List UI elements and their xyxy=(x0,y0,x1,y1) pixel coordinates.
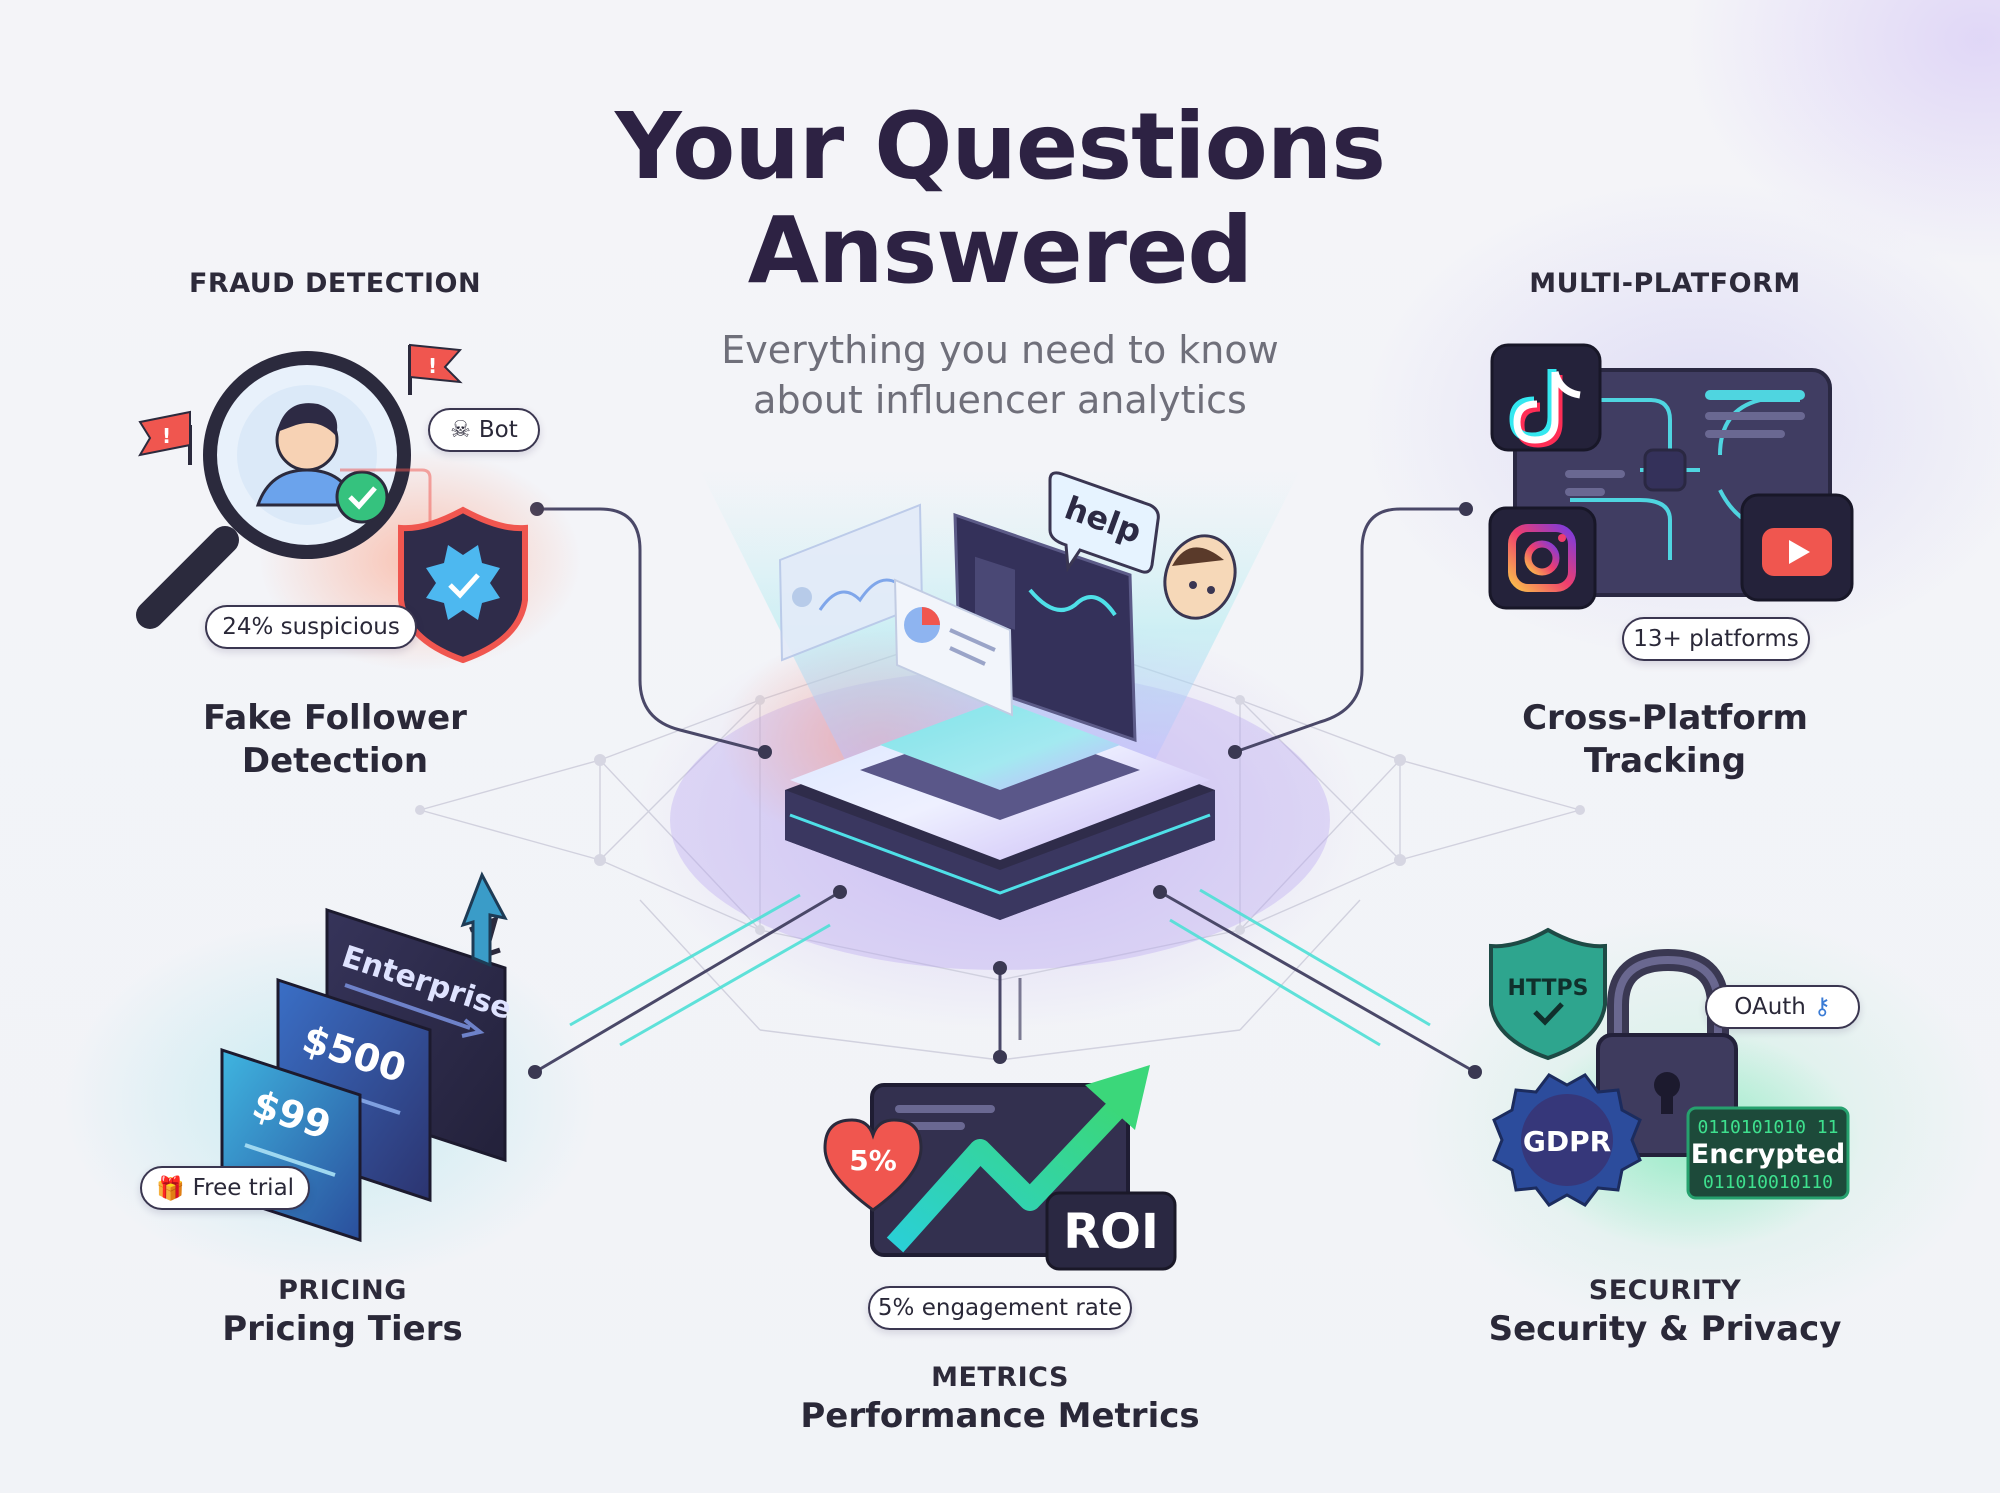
skull-icon: ☠ xyxy=(450,417,471,443)
central-hub-platform xyxy=(785,700,1215,920)
free-trial-pill: 🎁 Free trial xyxy=(140,1166,310,1210)
multi-platform-illustration xyxy=(1488,343,1854,610)
tiktok-icon xyxy=(1490,343,1602,452)
metrics-stat-pill: 5% engagement rate xyxy=(868,1286,1132,1330)
youtube-icon xyxy=(1740,493,1854,602)
fraud-stat-pill: 24% suspicious xyxy=(205,605,417,649)
page-subtitle: Everything you need to know about influe… xyxy=(600,325,1400,425)
encrypted-data-card: 0110101010 11 Encrypted 011010010110 xyxy=(1686,1106,1850,1200)
platform-stat-pill: 13+ platforms xyxy=(1622,617,1810,661)
platform-feature-title: Cross-Platform Tracking xyxy=(1480,697,1850,783)
binary-top: 0110101010 11 xyxy=(1698,1117,1839,1138)
check-icon xyxy=(335,470,389,524)
gdpr-badge-icon: GDPR xyxy=(1492,1073,1642,1207)
platform-title-line-2: Tracking xyxy=(1583,741,1747,781)
roi-label: ROI xyxy=(1063,1204,1159,1260)
platform-category-label: MULTI-PLATFORM xyxy=(1529,268,1801,299)
roi-badge: ROI xyxy=(1045,1191,1177,1271)
binary-bottom: 011010010110 xyxy=(1703,1172,1833,1193)
heart-engagement-value: 5% xyxy=(849,1144,897,1177)
gdpr-label: GDPR xyxy=(1523,1125,1611,1158)
support-agent-avatar xyxy=(1163,534,1237,620)
free-trial-label: Free trial xyxy=(192,1175,295,1201)
fraud-title-line-2: Detection xyxy=(241,741,429,781)
help-chat-bubble: help xyxy=(1048,471,1160,574)
svg-text:!: ! xyxy=(162,424,171,448)
subtitle-line-1: Everything you need to know xyxy=(721,328,1279,372)
title-line-2: Answered xyxy=(747,197,1253,304)
fraud-illustration: ! ! xyxy=(136,343,528,664)
metrics-illustration: 5% ROI xyxy=(823,1065,1177,1271)
metrics-category-label: METRICS xyxy=(931,1362,1069,1393)
fraud-title-line-1: Fake Follower xyxy=(203,698,467,738)
svg-text:!: ! xyxy=(428,354,437,378)
instagram-icon xyxy=(1488,506,1597,610)
subtitle-line-2: about influencer analytics xyxy=(753,378,1247,422)
pricing-category-label: PRICING xyxy=(278,1275,407,1306)
pricing-feature-title: Pricing Tiers xyxy=(222,1309,463,1349)
gift-icon: 🎁 xyxy=(155,1175,185,1202)
platform-title-line-1: Cross-Platform xyxy=(1522,698,1808,738)
fraud-feature-title: Fake Follower Detection xyxy=(150,697,520,783)
security-illustration: HTTPS GDPR 0110101010 11 Encrypted 01101… xyxy=(1489,927,1850,1207)
key-icon: ⚷ xyxy=(1813,994,1831,1020)
hub-report-card xyxy=(893,578,1014,717)
oauth-pill: OAuth ⚷ xyxy=(1705,985,1860,1029)
magnifier-handle xyxy=(136,526,239,629)
bot-badge-label: Bot xyxy=(478,417,518,443)
shield-check-icon xyxy=(398,506,528,664)
fraud-category-label: FRAUD DETECTION xyxy=(188,268,482,299)
red-flag-icon-left: ! xyxy=(138,410,192,465)
page-title: Your Questions Answered xyxy=(500,95,1500,303)
metrics-feature-title: Performance Metrics xyxy=(800,1396,1200,1436)
bot-badge: ☠ Bot xyxy=(428,408,540,452)
trend-arrow-icon xyxy=(886,1102,1123,1253)
https-shield-icon: HTTPS xyxy=(1489,927,1607,1061)
title-line-1: Your Questions xyxy=(614,93,1386,200)
https-label: HTTPS xyxy=(1508,976,1589,1001)
pricing-illustration: Enterprise $500 $99 xyxy=(220,871,516,1243)
encrypted-label: Encrypted xyxy=(1691,1139,1845,1170)
oauth-label: OAuth xyxy=(1734,994,1806,1020)
security-category-label: SECURITY xyxy=(1588,1275,1742,1306)
up-arrow-icon xyxy=(460,871,508,968)
red-flag-icon-right: ! xyxy=(408,343,463,395)
connector-lines xyxy=(534,507,1476,1074)
user-avatar-icon xyxy=(255,403,359,507)
security-feature-title: Security & Privacy xyxy=(1488,1309,1842,1349)
heart-icon: 5% xyxy=(823,1118,923,1212)
